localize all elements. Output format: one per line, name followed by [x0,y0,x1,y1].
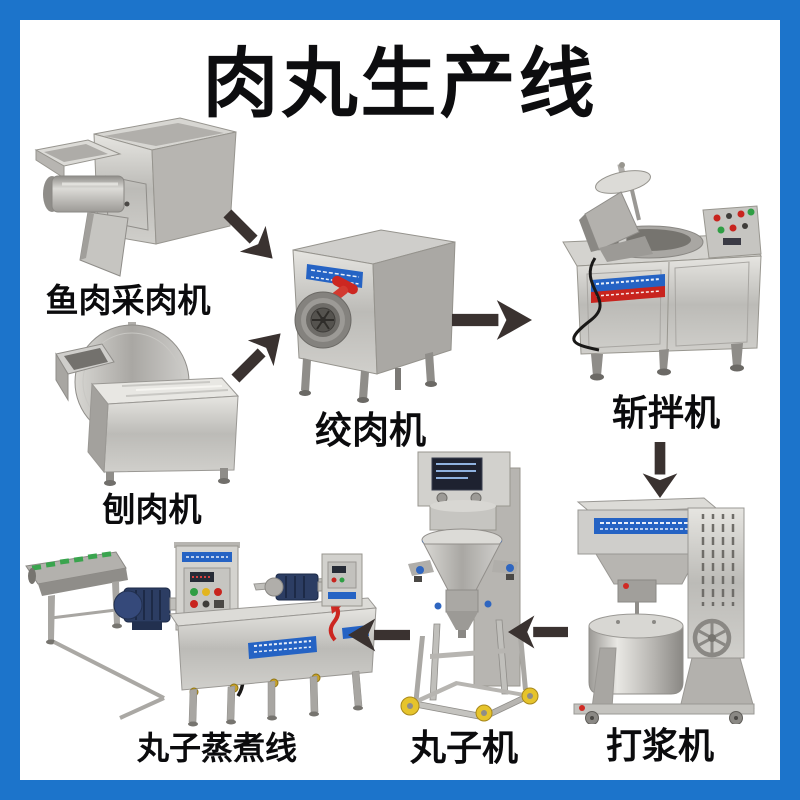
end-cabinet [321,553,363,607]
yellow-wheels [400,687,539,722]
cooking-line-label: 丸子蒸煮线 [136,730,297,766]
power-cable [572,257,602,352]
handwheel [692,618,732,658]
roller-drum [43,175,125,213]
brand-sticker [591,274,665,303]
forming-outlet [434,589,492,638]
feed-hopper [55,343,115,402]
meat-grinder-image [283,220,463,404]
grinder-head [294,291,352,349]
machine-base [573,647,755,724]
meatball-former-image [390,448,548,723]
machine-feet [104,468,230,486]
flow-arrow-former-to-line [348,616,410,654]
flow-arrow-beater-to-former [508,613,568,651]
fish-meat-extractor-label: 鱼肉采肉机 [45,282,211,319]
meatball-former-label: 丸子机 [409,727,518,768]
cooking-tank [169,597,377,691]
flow-arrow-grinder-to-cutter [452,297,532,343]
control-panel [702,205,762,259]
tank-legs [53,640,363,727]
page-title: 肉丸生产线 [202,43,598,127]
machine-legs [299,352,437,403]
flow-arrow-cutter-to-beater [640,442,680,498]
meat-planer-label: 刨肉机 [102,491,202,528]
meat-grinder-label: 绞肉机 [315,410,426,451]
flow-arrow-planer-to-grinder [221,319,296,394]
beater-label: 打浆机 [605,725,714,766]
bowl-cutter-label: 斩拌机 [611,392,720,433]
output-conveyor [25,551,128,645]
control-head [417,451,511,507]
agitator-mount [617,579,657,624]
fish-meat-extractor-image [30,112,240,278]
lid-lifter [579,162,653,262]
cooking-line-image [24,540,386,728]
bowl-cutter-image [533,158,765,384]
trough-body [87,377,240,474]
neck-cylinder [429,500,497,531]
discharge-chute [79,211,129,277]
hopper-funnel [408,528,518,591]
flow-arrow-fish-extractor-to-grinder [213,199,288,274]
meat-planer-image [52,320,247,488]
machine-legs [590,343,744,381]
beater-image [558,496,770,724]
